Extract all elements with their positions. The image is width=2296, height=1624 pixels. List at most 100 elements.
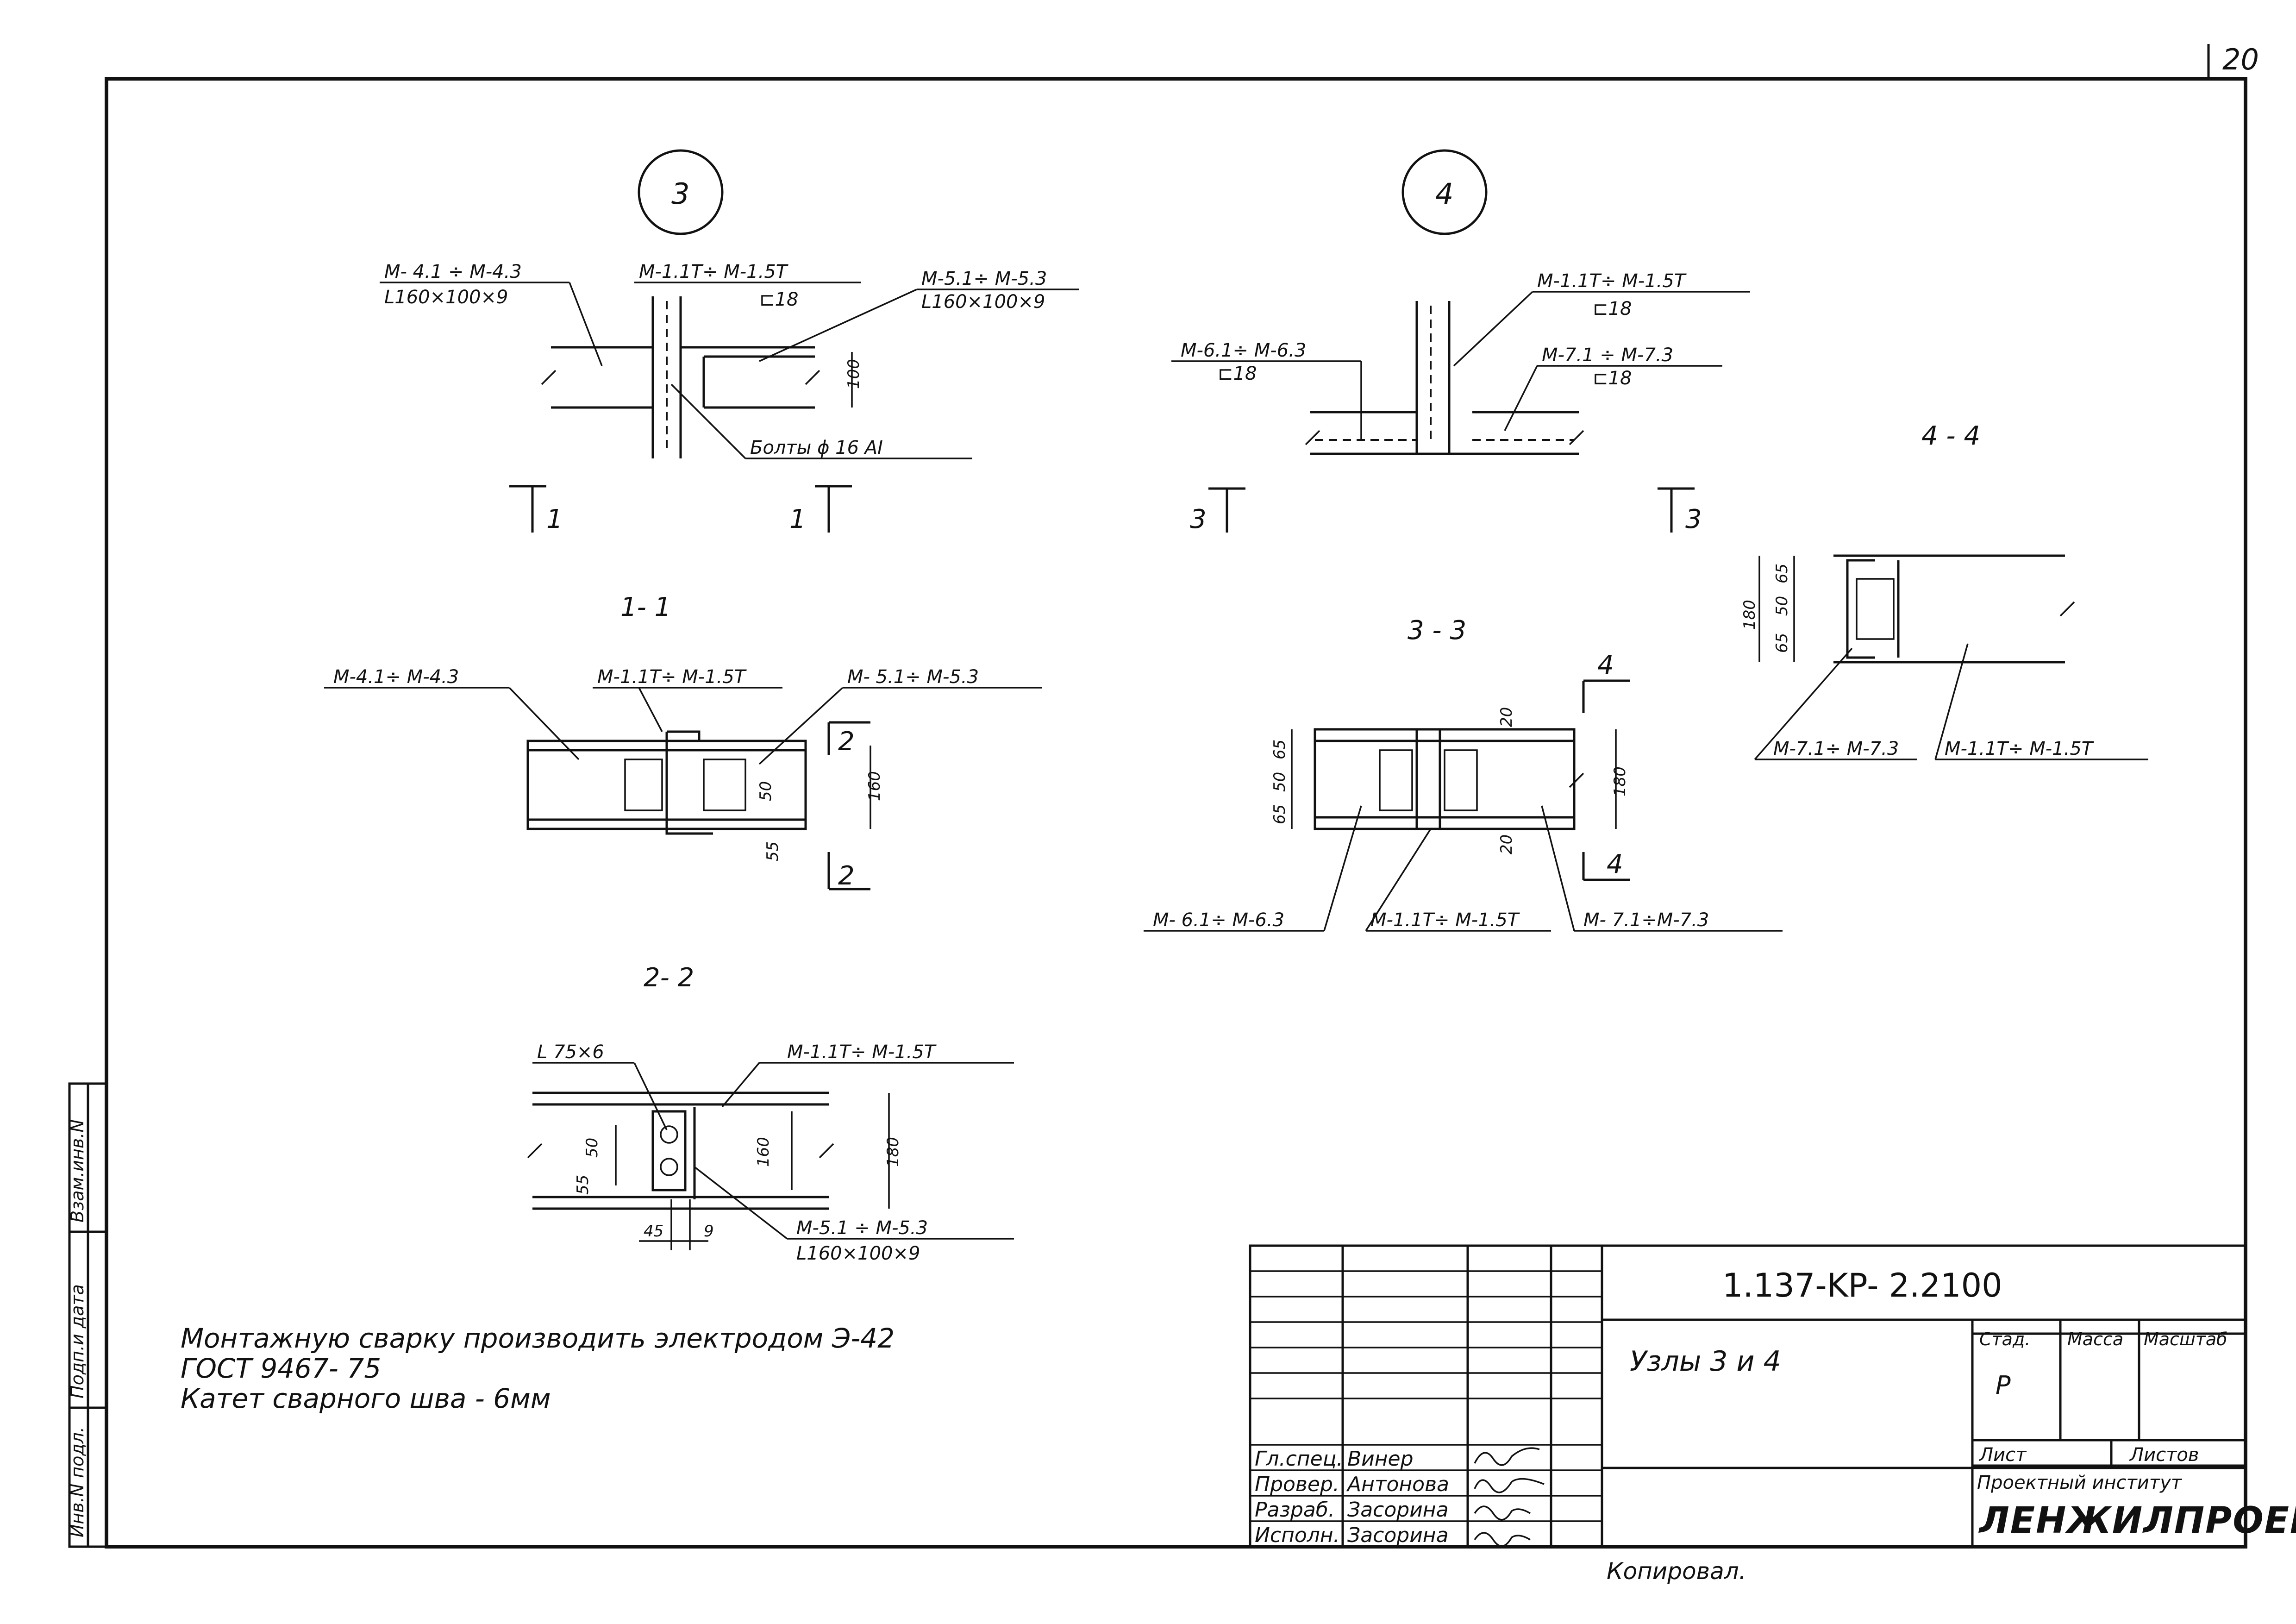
note-line-1: Монтажную сварку производить электродом … xyxy=(181,1323,895,1354)
side-stamp-field-1: Взам.инв.N xyxy=(67,1119,88,1223)
node-4-left-label: M-6.1÷ M-6.3 xyxy=(1181,340,1306,361)
section-3-3-title: 3 - 3 xyxy=(1408,615,1466,646)
section-3-3-left-label: M- 6.1÷ M-6.3 xyxy=(1153,909,1284,931)
node-4-top-mid-label: M-1.1T÷ M-1.5T xyxy=(1537,270,1687,292)
name-4: Засорина xyxy=(1347,1524,1449,1547)
node-3-top-mid-label: M-1.1T÷ M-1.5T xyxy=(639,261,789,282)
copied-note: Копировал. xyxy=(1607,1558,1746,1585)
role-1: Гл.спец. xyxy=(1255,1447,1343,1471)
node-4-right-label: M-7.1 ÷ M-7.3 xyxy=(1542,345,1673,366)
side-stamp: Взам.инв.N Подп.и дата Инв.N подл. xyxy=(67,1082,108,1548)
signature-1 xyxy=(1474,1447,1540,1466)
section-3-3-dim-180: 180 xyxy=(1611,766,1629,796)
node-3-cut-mark-right: 1 xyxy=(789,504,806,534)
section-2-2-title: 2- 2 xyxy=(644,963,694,993)
node-4-circle xyxy=(1401,149,1488,235)
title-block-stage-value: Р xyxy=(1996,1371,2011,1400)
role-3: Разраб. xyxy=(1255,1498,1335,1522)
section-3-3-dim-50: 50 xyxy=(1270,772,1289,792)
section-3-3-mid-label: M-1.1T÷ M-1.5T xyxy=(1370,909,1520,931)
title-block: 1.137-KP- 2.2100 Узлы 3 и 4 Стад. Масса … xyxy=(1249,1244,2296,1548)
node-4-top-mid-profile: ⊏18 xyxy=(1593,298,1632,320)
node-3-top-mid-profile: ⊏18 xyxy=(759,289,798,310)
role-2: Провер. xyxy=(1255,1473,1339,1496)
section-2-2-dim-180: 180 xyxy=(884,1137,902,1167)
note-line-3: Катет сварного шва - 6мм xyxy=(181,1383,551,1414)
section-2-2-dim-50: 50 xyxy=(583,1138,601,1158)
signature-2 xyxy=(1474,1478,1545,1493)
node-3-top-right-profile: L160×100×9 xyxy=(921,291,1045,313)
sheet-frame xyxy=(105,77,2247,1549)
section-3-3-right-label: M- 7.1÷M-7.3 xyxy=(1583,909,1709,931)
node-3-cut-mark-left: 1 xyxy=(546,504,563,534)
name-2: Антонова xyxy=(1346,1473,1449,1496)
section-1-1-cut-bottom: 2 xyxy=(838,861,855,891)
section-2-2-dim-55: 55 xyxy=(574,1175,592,1195)
node-3-bolts-label: Болты ϕ 16 AI xyxy=(750,437,883,458)
node-3-dim-100: 100 xyxy=(845,359,863,389)
node-3-top-left-label: M- 4.1 ÷ M-4.3 xyxy=(384,261,522,282)
section-2-2-bottom-profile: L160×100×9 xyxy=(796,1243,920,1264)
title-block-sheets-header: Листов xyxy=(2129,1444,2199,1466)
section-3-3-dim-65-top: 65 xyxy=(1270,740,1289,759)
general-notes: Монтажную сварку производить электродом … xyxy=(181,1323,895,1414)
section-1-1-dim-50: 50 xyxy=(757,781,775,801)
section-4-4-dim-65-top: 65 xyxy=(1773,564,1791,583)
section-3-3-cut-top: 4 xyxy=(1597,650,1614,680)
node-4-drawing: 4 M-1.1T÷ M-1.5T ⊏18 M-6.1÷ M-6.3 ⊏18 M-… xyxy=(1171,149,1750,534)
node-4-cut-mark-right: 3 xyxy=(1685,504,1702,534)
title-block-institute: Проектный институт xyxy=(1977,1472,2183,1493)
section-1-1-dim-160: 160 xyxy=(865,771,884,801)
section-1-1-mid-label: M-1.1T÷ M-1.5T xyxy=(597,666,747,688)
node-3-top-right-label: M-5.1÷ M-5.3 xyxy=(921,268,1047,289)
section-4-4-left-label: M-7.1÷ M-7.3 xyxy=(1773,738,1899,759)
section-1-1-right-label: M- 5.1÷ M-5.3 xyxy=(847,666,979,688)
title-block-scale-header: Масштаб xyxy=(2144,1329,2227,1349)
signature-3 xyxy=(1474,1505,1531,1521)
note-line-2: ГОСТ 9467- 75 xyxy=(181,1353,381,1384)
section-2-2-drawing: 2- 2 L 75×6 M-1.1T÷ M-1.5T 180 160 50 55… xyxy=(527,963,1014,1264)
section-3-3-cut-bottom: 4 xyxy=(1607,849,1623,879)
section-2-2-dim-160: 160 xyxy=(754,1137,773,1167)
section-4-4-right-label: M-1.1T÷ M-1.5T xyxy=(1945,738,2095,759)
section-4-4-dim-50: 50 xyxy=(1773,596,1791,616)
section-3-3-drawing: 3 - 3 65 50 65 180 20 20 4 4 M- 6.1÷ M-6… xyxy=(1144,615,1783,932)
section-3-3-dim-65-bot: 65 xyxy=(1270,804,1289,824)
section-3-3-dim-20-bot: 20 xyxy=(1497,834,1516,854)
title-block-code: 1.137-KP- 2.2100 xyxy=(1722,1267,2002,1304)
node-4-right-profile: ⊏18 xyxy=(1593,368,1632,389)
title-block-brand: ЛЕНЖИЛПРОЕКТ xyxy=(1978,1500,2296,1542)
section-1-1-title: 1- 1 xyxy=(620,592,671,622)
section-4-4-dim-180: 180 xyxy=(1740,600,1759,630)
node-3-top-left-profile: L160×100×9 xyxy=(384,287,508,308)
section-2-2-top-label: M-1.1T÷ M-1.5T xyxy=(787,1041,937,1063)
node-3-circle xyxy=(638,149,724,235)
side-stamp-field-2: Подп.и дата xyxy=(67,1284,88,1398)
side-stamp-field-3: Инв.N подл. xyxy=(67,1427,88,1537)
role-4: Исполн. xyxy=(1255,1524,1340,1547)
node-4-cut-mark-left: 3 xyxy=(1190,504,1207,534)
signature-4 xyxy=(1474,1532,1531,1547)
section-2-2-angle-label: L 75×6 xyxy=(537,1041,604,1063)
title-block-sheet-header: Лист xyxy=(1978,1444,2027,1466)
section-1-1-drawing: 1- 1 M-4.1÷ M-4.3 M-1.1T÷ M-1.5T M- 5.1÷… xyxy=(324,592,1042,891)
section-1-1-dim-55: 55 xyxy=(763,841,782,861)
section-4-4-dim-65-bot: 65 xyxy=(1773,633,1791,653)
section-4-4-drawing: 4 - 4 180 65 50 65 M-7.1÷ M-7.3 M-1.1T÷ … xyxy=(1740,421,2148,760)
page-number: 20 xyxy=(2222,43,2259,76)
section-2-2-dim-9: 9 xyxy=(704,1222,714,1241)
section-3-3-dim-20-top: 20 xyxy=(1497,707,1516,727)
section-2-2-bottom-label: M-5.1 ÷ M-5.3 xyxy=(796,1217,928,1239)
section-1-1-cut-top: 2 xyxy=(838,727,855,757)
node-3-drawing: 3 M- 4.1 ÷ M-4.3 L160×100×9 M-1.1T÷ M-1.… xyxy=(380,149,1079,534)
node-4-number: 4 xyxy=(1435,177,1453,211)
name-1: Винер xyxy=(1347,1447,1414,1471)
name-3: Засорина xyxy=(1347,1498,1449,1522)
section-1-1-left-label: M-4.1÷ M-4.3 xyxy=(333,666,459,688)
node-4-left-profile: ⊏18 xyxy=(1218,363,1257,384)
section-4-4-title: 4 - 4 xyxy=(1921,421,1980,451)
title-block-stage-header: Стад. xyxy=(1979,1329,2030,1349)
node-3-number: 3 xyxy=(671,177,689,211)
section-2-2-dim-45: 45 xyxy=(644,1222,663,1241)
